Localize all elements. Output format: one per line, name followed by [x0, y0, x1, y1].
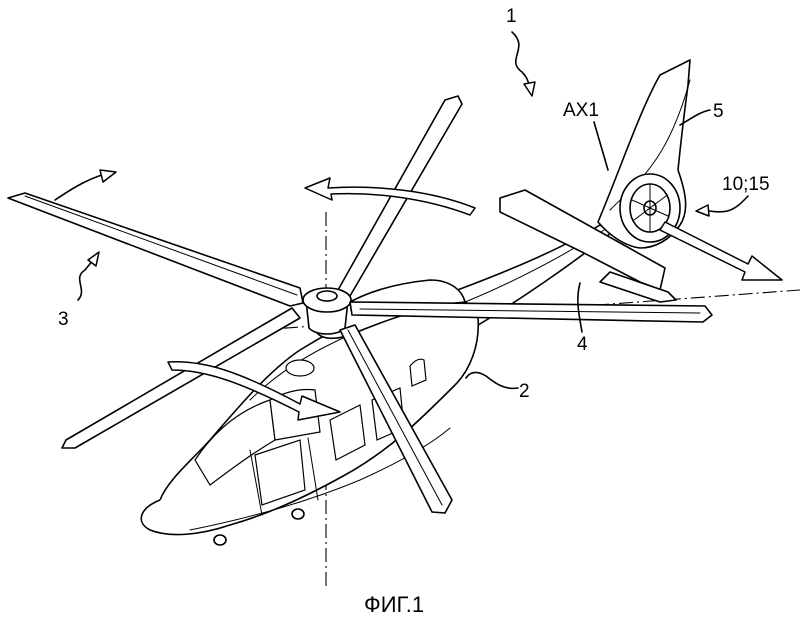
rotor-blade-left: [7, 192, 304, 307]
rotation-arrow-top: [304, 177, 476, 216]
rotation-arrow-left: [167, 361, 341, 421]
blade-tip-arrow: [54, 169, 117, 201]
label-fuselage: 2: [519, 381, 530, 402]
label-fin: 5: [713, 101, 724, 122]
rotor-hub: [302, 287, 352, 335]
label-tail-boom: 4: [577, 334, 588, 355]
horizontal-stabilizer: [499, 189, 677, 303]
label-tail-rotor: 10;15: [722, 174, 770, 195]
leader-lines: [77, 31, 749, 390]
label-helicopter: 1: [506, 6, 517, 27]
rotor-blade-front: [339, 324, 453, 514]
figure-caption: ФИГ.1: [364, 592, 424, 617]
rotor-blade-right: [349, 301, 713, 323]
tail-thrust-arrow: [659, 221, 783, 281]
tail-rotor: [619, 173, 681, 243]
label-axis: AX1: [563, 100, 599, 121]
rotor-blade-rear-left: [61, 307, 301, 449]
label-main-rotor: 3: [58, 309, 69, 330]
